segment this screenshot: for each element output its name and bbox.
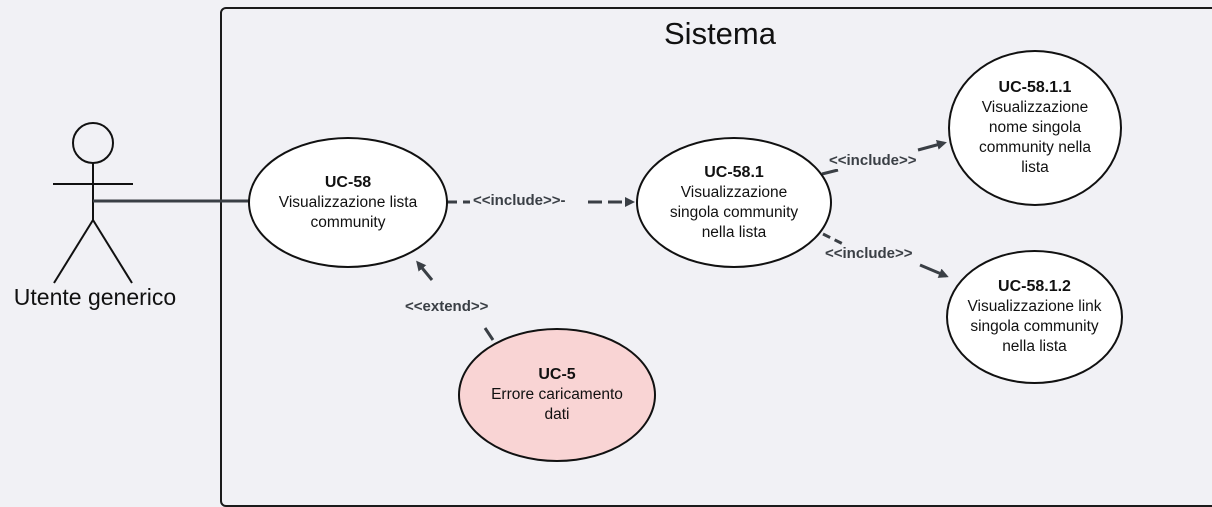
use-case-uc5[interactable]: UC-5 Errore caricamento dati (458, 328, 656, 462)
use-case-name: Errore caricamento dati (491, 386, 623, 423)
system-title: Sistema (664, 16, 776, 51)
actor-right-leg (92, 219, 133, 284)
use-case-code: UC-58.1 (704, 163, 764, 181)
extend-arrow-uc5-to-uc58 (416, 260, 495, 341)
include-arrow-uc581-to-uc5812 (822, 232, 949, 278)
extend-label: <<extend>> (404, 298, 490, 315)
use-case-code: UC-5 (538, 366, 576, 383)
include-arrow-uc581-to-uc5811 (821, 139, 947, 176)
actor-label: Utente generico (13, 284, 177, 310)
use-case-uc581[interactable]: UC-58.1 Visualizzazione singola communit… (636, 137, 832, 268)
use-case-name: Visualizzazione link singola community n… (967, 298, 1102, 355)
actor-head (72, 122, 114, 164)
use-case-uc58[interactable]: UC-58 Visualizzazione lista community (248, 137, 448, 268)
use-case-code: UC-58.1.1 (998, 79, 1072, 96)
use-case-name: Visualizzazione nome singola community n… (979, 99, 1091, 176)
include-label: <<include>> (824, 245, 914, 262)
use-case-uc5811[interactable]: UC-58.1.1 Visualizzazione nome singola c… (948, 50, 1122, 206)
use-case-code: UC-58.1.2 (998, 278, 1071, 295)
use-case-name: Visualizzazione lista community (278, 193, 418, 231)
actor-figure (53, 122, 133, 284)
use-case-code: UC-58 (324, 173, 372, 191)
use-case-uc5812[interactable]: UC-58.1.2 Visualizzazione link singola c… (946, 250, 1123, 384)
include-label: <<include>>- (472, 192, 567, 209)
use-case-name: Visualizzazione singola community nella … (669, 183, 799, 241)
actor-left-leg (53, 219, 94, 284)
include-label: <<include>> (828, 152, 918, 169)
